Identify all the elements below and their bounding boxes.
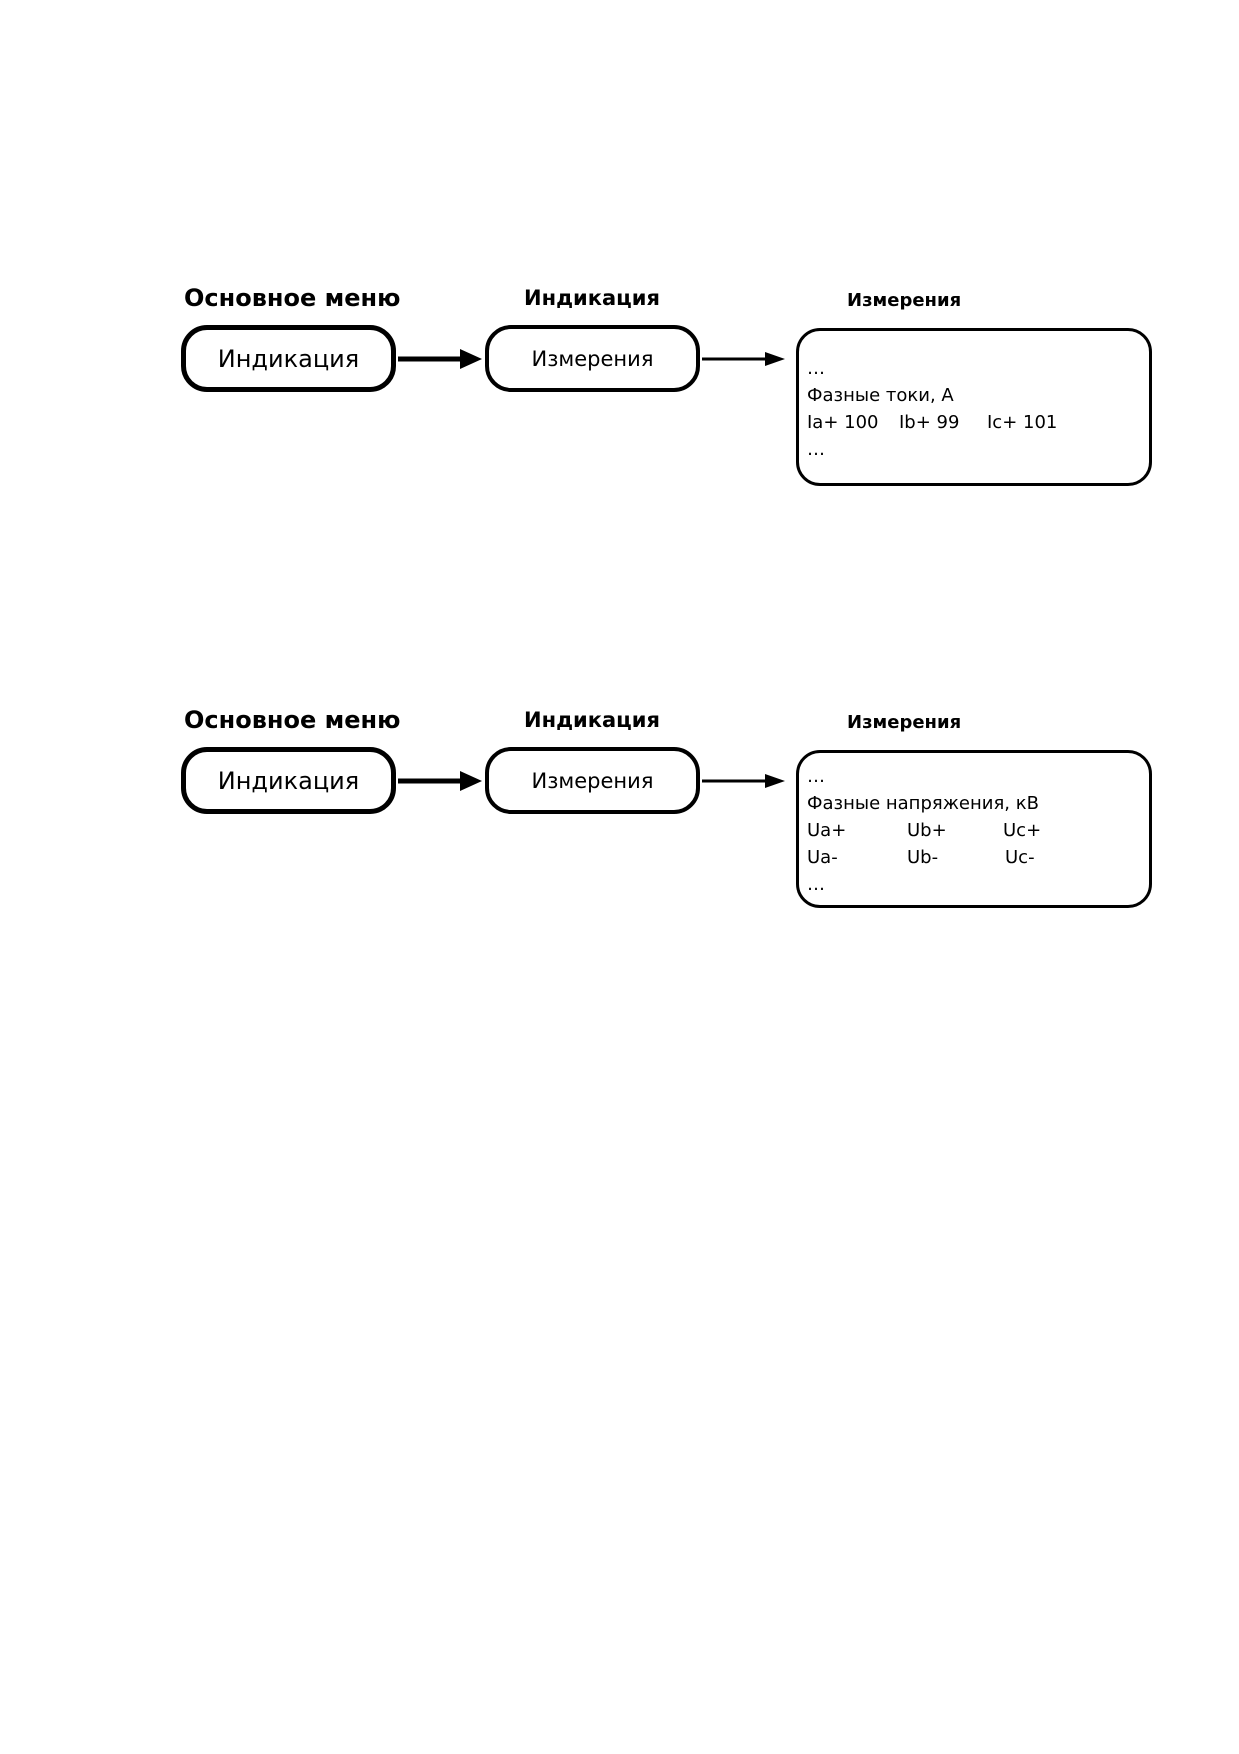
value-ub-plus: Ub+ xyxy=(907,820,947,841)
value-ic: Ic+ 101 xyxy=(987,412,1058,433)
menu-path-diagram-voltages: Основное меню Индикация Измерения Индика… xyxy=(0,692,1239,932)
heading-measurements: Измерения xyxy=(847,290,962,311)
heading-main-menu: Основное меню xyxy=(184,284,401,312)
heading-measurements: Измерения xyxy=(847,712,962,733)
menu-item-indication[interactable]: Индикация xyxy=(181,747,396,814)
value-ua-plus: Ua+ xyxy=(807,820,847,841)
values-row-plus: Ua+ Ub+ Uc+ xyxy=(807,817,1149,844)
ellipsis-top: … xyxy=(807,766,825,787)
values-row: Ia+ 100 Ib+ 99 Ic+ 101 xyxy=(807,409,1149,436)
menu-item-measurements[interactable]: Измерения xyxy=(485,325,700,392)
value-ia: Ia+ 100 xyxy=(807,412,879,433)
value-uc-minus: Uc- xyxy=(1005,847,1035,868)
arrow-indication-to-measurements-head xyxy=(765,774,785,788)
heading-main-menu: Основное меню xyxy=(184,706,401,734)
value-ub-minus: Ub- xyxy=(907,847,939,868)
panel-title: Фазные токи, А xyxy=(807,385,954,406)
measurements-display: … Фазные напряжения, кВ Ua+ Ub+ Uc+ Ua- … xyxy=(796,750,1152,908)
menu-item-measurements[interactable]: Измерения xyxy=(485,747,700,814)
panel-title: Фазные напряжения, кВ xyxy=(807,793,1039,814)
values-row-minus: Ua- Ub- Uc- xyxy=(807,844,1149,871)
arrow-main-to-indication-head xyxy=(460,349,482,369)
heading-indication: Индикация xyxy=(524,708,660,732)
arrow-indication-to-measurements-head xyxy=(765,352,785,366)
flow-arrows xyxy=(398,771,785,791)
measurements-display: … Фазные токи, А Ia+ 100 Ib+ 99 Ic+ 101 … xyxy=(796,328,1152,486)
value-uc-plus: Uc+ xyxy=(1003,820,1042,841)
value-ib: Ib+ 99 xyxy=(899,412,960,433)
arrow-main-to-indication-head xyxy=(460,771,482,791)
flow-arrows xyxy=(398,349,785,369)
menu-path-diagram-currents: Основное меню Индикация Измерения Индика… xyxy=(0,270,1239,510)
ellipsis-bottom: … xyxy=(807,874,825,895)
ellipsis-top: … xyxy=(807,358,825,379)
heading-indication: Индикация xyxy=(524,286,660,310)
value-ua-minus: Ua- xyxy=(807,847,838,868)
menu-item-indication[interactable]: Индикация xyxy=(181,325,396,392)
ellipsis-bottom: … xyxy=(807,439,825,460)
